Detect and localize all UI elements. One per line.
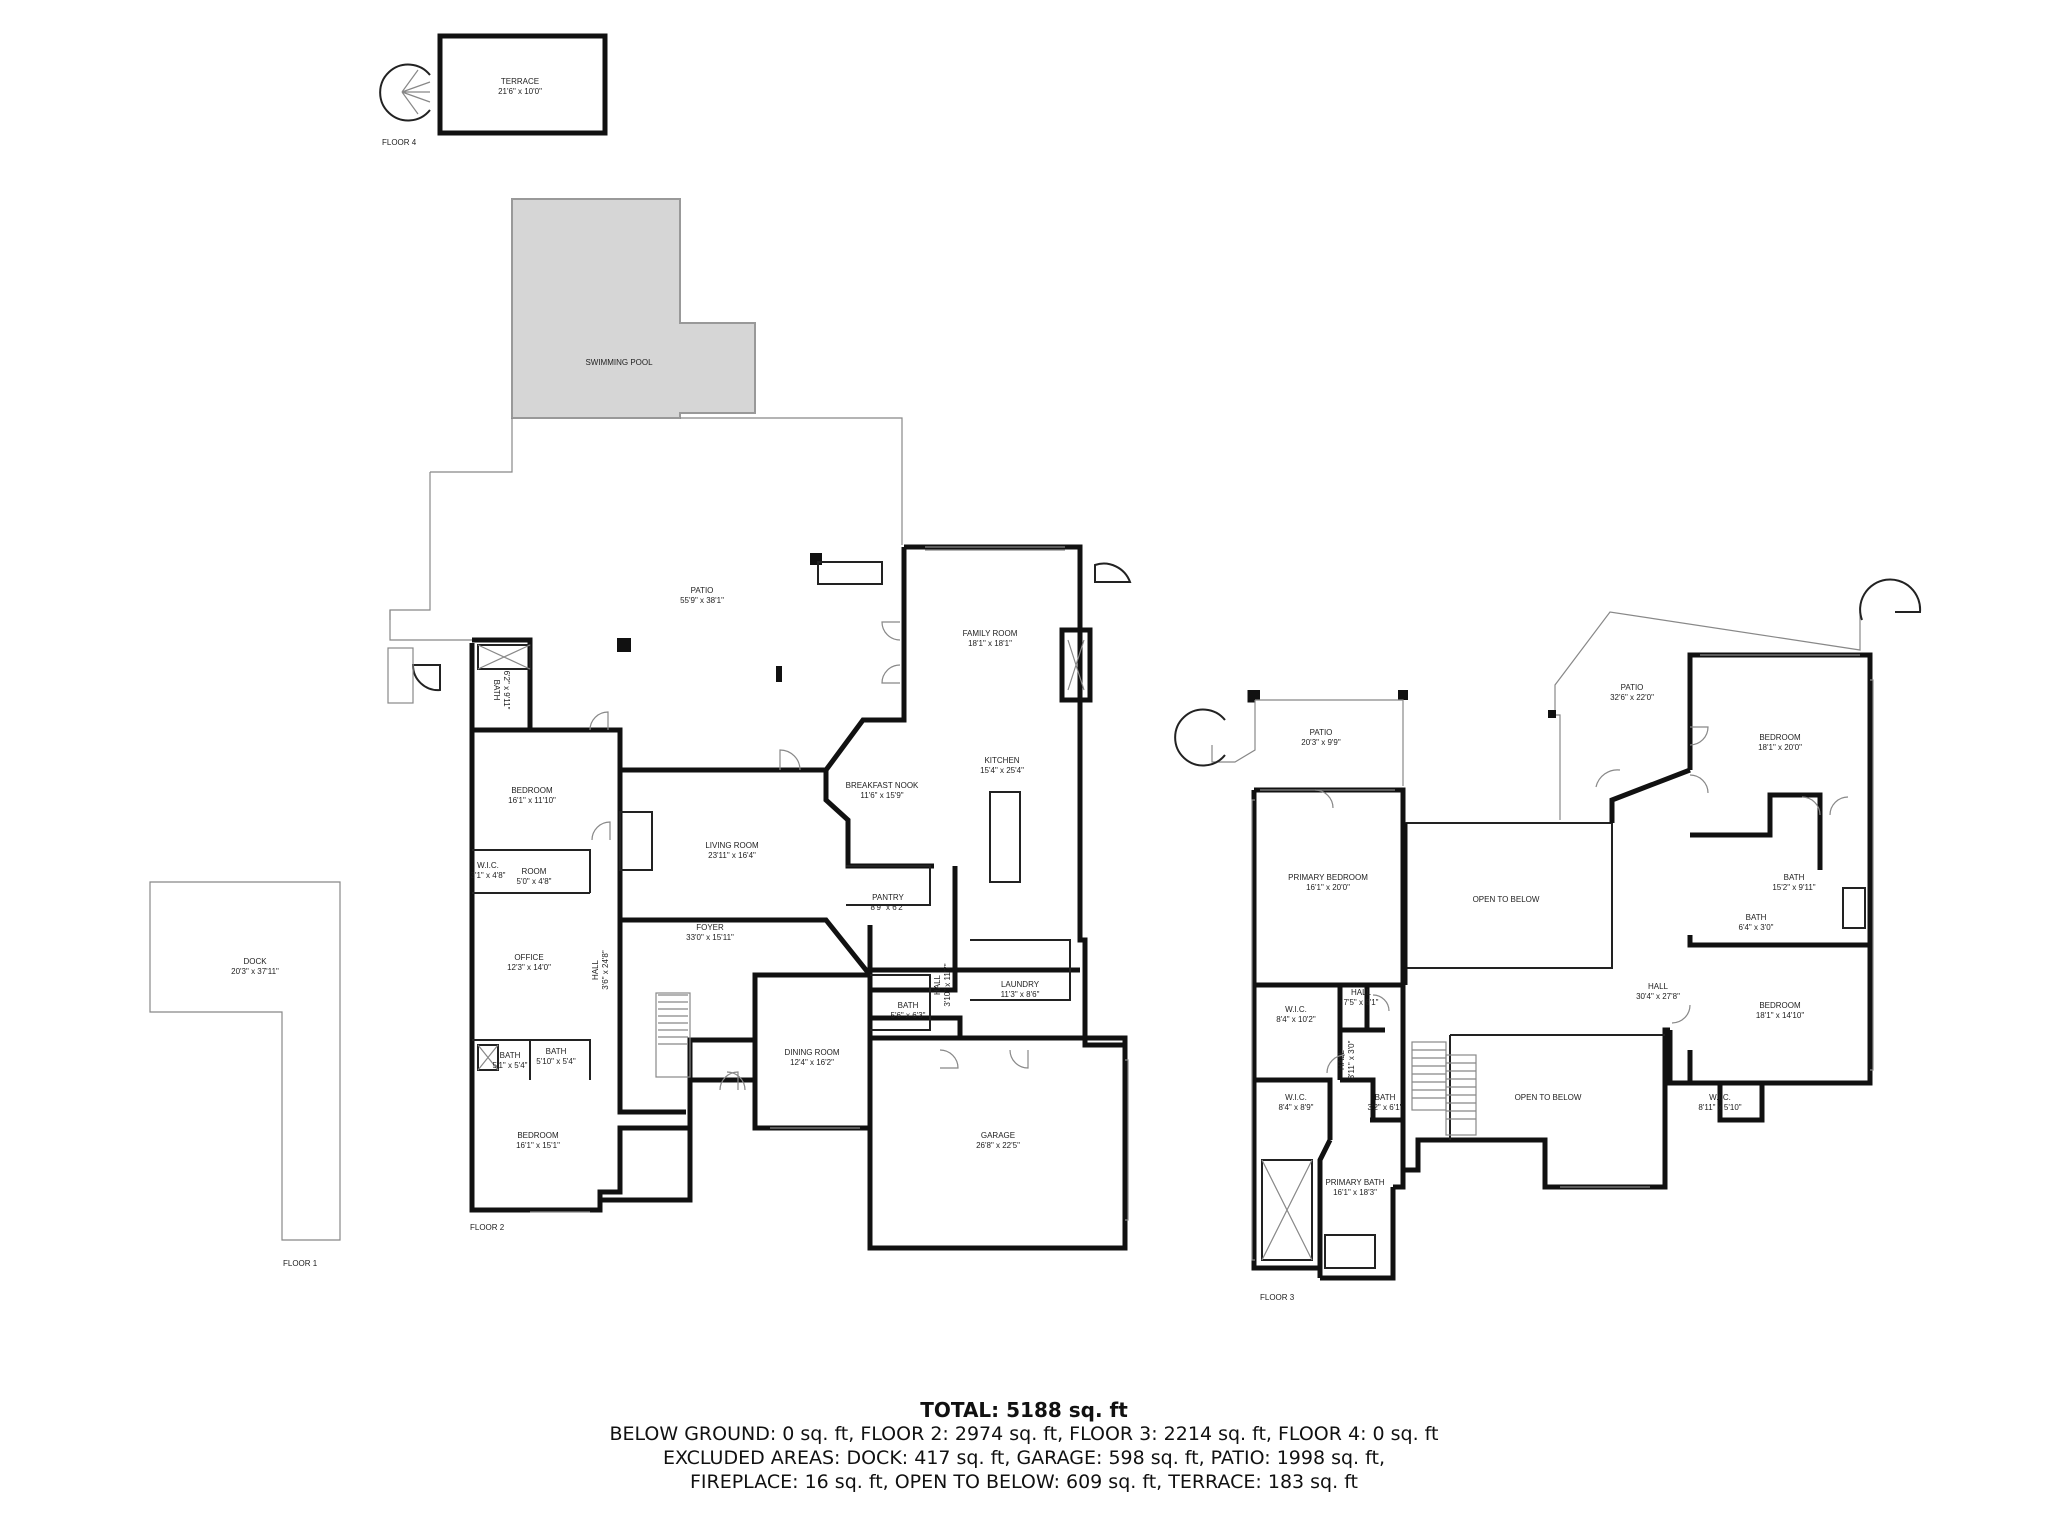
floor-3-label: FLOOR 3 (1260, 1293, 1295, 1302)
wic-3b-label: W.I.C. (1285, 1093, 1307, 1102)
terrace-dim: 21'6" x 10'0" (498, 87, 542, 96)
floor-3-plan (1174, 578, 1922, 1281)
bath-2b-label: BATH (898, 1001, 919, 1010)
room-2-dim: 5'0" x 4'8" (517, 877, 552, 886)
family-dim: 18'1" x 18'1" (968, 639, 1012, 648)
wic-3c-dim: 8'11" x 5'10" (1698, 1103, 1741, 1112)
area-breakdown-line-2: EXCLUDED AREAS: DOCK: 417 sq. ft, GARAGE… (663, 1447, 1385, 1469)
patio3a-label: PATIO (1310, 728, 1333, 737)
wic-3c-label: W.I.C. (1709, 1093, 1731, 1102)
bedroom-2a-label: BEDROOM (511, 786, 553, 795)
area-breakdown-line-1: BELOW GROUND: 0 sq. ft, FLOOR 2: 2974 sq… (609, 1423, 1439, 1445)
pool-label: SWIMMING POOL (585, 358, 653, 367)
total-area: TOTAL: 5188 sq. ft (920, 1398, 1128, 1422)
bath-3b-dim: 6'4" x 3'0" (1739, 923, 1774, 932)
hall-3a-dim: 30'4" x 27'8" (1636, 992, 1680, 1001)
floor-1-plan (149, 881, 341, 1241)
area-breakdown-line-3: FIREPLACE: 16 sq. ft, OPEN TO BELOW: 609… (689, 1471, 1358, 1493)
hall-3b-label: HALL (1351, 988, 1372, 997)
patio3b-dim: 32'6" x 22'0" (1610, 693, 1654, 702)
wic-3b-dim: 8'4" x 8'9" (1279, 1103, 1314, 1112)
wic-2-dim: 3'1" x 4'8" (471, 871, 506, 880)
office-label: OFFICE (514, 953, 543, 962)
floor-2-label: FLOOR 2 (470, 1223, 505, 1232)
patio3a-dim: 20'3" x 9'9" (1301, 738, 1341, 747)
bath-2c-dim: 5'1" x 5'4" (493, 1061, 528, 1070)
office-dim: 12'3" x 14'0" (507, 963, 551, 972)
bath-3b-label: BATH (1746, 913, 1767, 922)
hall-3a-label: HALL (1648, 982, 1669, 991)
bedroom-2a-dim: 16'1" x 11'10" (508, 796, 556, 805)
kitchen-label: KITCHEN (984, 756, 1019, 765)
hall-2b-dim: 3'10" x 11'7" (943, 963, 952, 1006)
bedroom-3a-label: BEDROOM (1759, 733, 1801, 742)
family-label: FAMILY ROOM (963, 629, 1018, 638)
hall-3c-label: HALL (1337, 1049, 1346, 1070)
bedroom-2b-dim: 16'1" x 15'1" (516, 1141, 560, 1150)
bath-2c-label: BATH (500, 1051, 521, 1060)
bath-2a-dim: 6'2" x 9'11" (502, 671, 511, 710)
dining-label: DINING ROOM (784, 1048, 839, 1057)
garage-label: GARAGE (981, 1131, 1015, 1140)
bath-3a-dim: 15'2" x 9'11" (1772, 883, 1815, 892)
foyer-label: FOYER (696, 923, 724, 932)
room-2-label: ROOM (522, 867, 547, 876)
floor-1-label: FLOOR 1 (283, 1259, 318, 1268)
hall-2a-label: HALL (591, 959, 600, 980)
floor-2-plan (387, 198, 1132, 1251)
wic-3a-label: W.I.C. (1285, 1005, 1307, 1014)
floor-4-label: FLOOR 4 (382, 138, 417, 147)
bath-2d-label: BATH (546, 1047, 567, 1056)
bedroom-3a-dim: 18'1" x 20'0" (1758, 743, 1802, 752)
living-dim: 23'11" x 16'4" (708, 851, 756, 860)
patio2-label: PATIO (691, 586, 714, 595)
terrace-label: TERRACE (501, 77, 539, 86)
dock-dim: 20'3" x 37'11" (231, 967, 279, 976)
hall-2a-dim: 3'6" x 24'8" (601, 950, 610, 990)
primary-bath-label: PRIMARY BATH (1325, 1178, 1384, 1187)
patio2-dim: 55'9" x 38'1" (680, 596, 724, 605)
primary-bedroom-label: PRIMARY BEDROOM (1288, 873, 1368, 882)
open-to-below-1-label: OPEN TO BELOW (1473, 895, 1540, 904)
wic-2-label: W.I.C. (477, 861, 499, 870)
open-to-below-2-label: OPEN TO BELOW (1515, 1093, 1582, 1102)
bath-3c-dim: 3'2" x 6'1" (1368, 1103, 1403, 1112)
pantry-dim: 8'9" x 6'2" (871, 903, 906, 912)
living-label: LIVING ROOM (705, 841, 759, 850)
bedroom-3b-label: BEDROOM (1759, 1001, 1801, 1010)
floor-4-plan (379, 33, 608, 136)
garage-dim: 26'8" x 22'5" (976, 1141, 1020, 1150)
bath-3a-label: BATH (1784, 873, 1805, 882)
primary-bath-dim: 16'1" x 18'3" (1333, 1188, 1377, 1197)
laundry-dim: 11'3" x 8'6" (1001, 990, 1040, 999)
hall-3b-dim: 7'5" x 6'1" (1344, 998, 1379, 1007)
bedroom-2b-label: BEDROOM (517, 1131, 559, 1140)
dining-dim: 12'4" x 16'2" (790, 1058, 834, 1067)
bath-2a-label: BATH (492, 680, 501, 701)
kitchen-dim: 15'4" x 25'4" (980, 766, 1024, 775)
foyer-dim: 33'0" x 15'11" (686, 933, 734, 942)
bath-3c-label: BATH (1375, 1093, 1396, 1102)
dock-label: DOCK (243, 957, 267, 966)
bedroom-3b-dim: 18'1" x 14'10" (1756, 1011, 1804, 1020)
wic-3a-dim: 8'4" x 10'2" (1276, 1015, 1316, 1024)
laundry-label: LAUNDRY (1001, 980, 1040, 989)
bath-2b-dim: 5'6" x 6'3" (891, 1011, 926, 1020)
patio3b-label: PATIO (1621, 683, 1644, 692)
nook-label: BREAKFAST NOOK (846, 781, 919, 790)
nook-dim: 11'6" x 15'9" (860, 791, 903, 800)
primary-bedroom-dim: 16'1" x 20'0" (1306, 883, 1350, 892)
hall-2b-label: HALL (933, 974, 942, 995)
pantry-label: PANTRY (872, 893, 904, 902)
bath-2d-dim: 5'10" x 5'4" (536, 1057, 576, 1066)
hall-3c-dim: 3'11" x 3'0" (1347, 1040, 1356, 1079)
